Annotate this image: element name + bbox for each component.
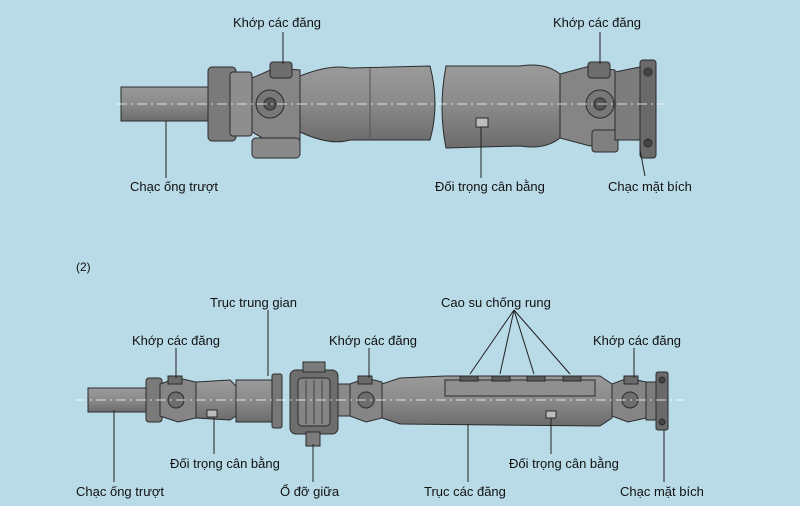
flange-yoke-1: [614, 59, 657, 159]
ujoint-2-second: [337, 375, 383, 423]
label-balance-left: Đối trọng cân bằng: [170, 456, 280, 471]
label-center-bearing: Ổ đỡ giữa: [280, 484, 340, 499]
label-rubber: Cao su chống rung: [441, 295, 551, 310]
label-propeller-shaft: Trục các đăng: [424, 484, 506, 499]
propeller-tube-1-right: [441, 64, 561, 149]
diagram-1-driveshaft: [117, 59, 664, 159]
diagram-number: (2): [76, 260, 91, 274]
ujoint-1-left: [251, 61, 301, 159]
label-balance-right: Đối trọng cân bằng: [509, 456, 619, 471]
label-ujoint-second: Khớp các đăng: [329, 333, 418, 348]
ujoint-2-third: [611, 375, 647, 423]
propeller-tube-1-left: [299, 65, 436, 143]
label-flange-yoke-2: Chạc mặt bích: [620, 484, 704, 499]
ujoint-2-first: [159, 375, 197, 423]
balance-weight-2-left: [206, 409, 218, 418]
ujoint-1-right: [559, 61, 619, 153]
label-ujoint-right: Khớp các đăng: [553, 15, 642, 30]
diagram-1-leaders: [165, 32, 646, 178]
label-slip-yoke: Chạc ống trượt: [130, 179, 219, 194]
label-slip-yoke-2: Chạc ống trượt: [76, 484, 165, 499]
diagram-2-leaders: [113, 309, 665, 482]
label-balance-weight: Đối trọng cân bằng: [435, 179, 545, 194]
flange-yoke-2: [645, 371, 669, 431]
label-ujoint-third: Khớp các đăng: [593, 333, 682, 348]
anti-vibration-rubbers: [459, 375, 582, 382]
label-ujoint-first: Khớp các đăng: [132, 333, 221, 348]
label-ujoint-left: Khớp các đăng: [233, 15, 322, 30]
intermediate-shaft: [235, 379, 279, 423]
center-bearing: [289, 361, 339, 447]
label-flange-yoke: Chạc mặt bích: [608, 179, 692, 194]
diagram-2-driveshaft: [76, 361, 684, 447]
balance-weight-2-right: [545, 410, 557, 419]
balance-weight-1: [475, 117, 489, 128]
label-intermediate-shaft: Trục trung gian: [210, 295, 297, 310]
